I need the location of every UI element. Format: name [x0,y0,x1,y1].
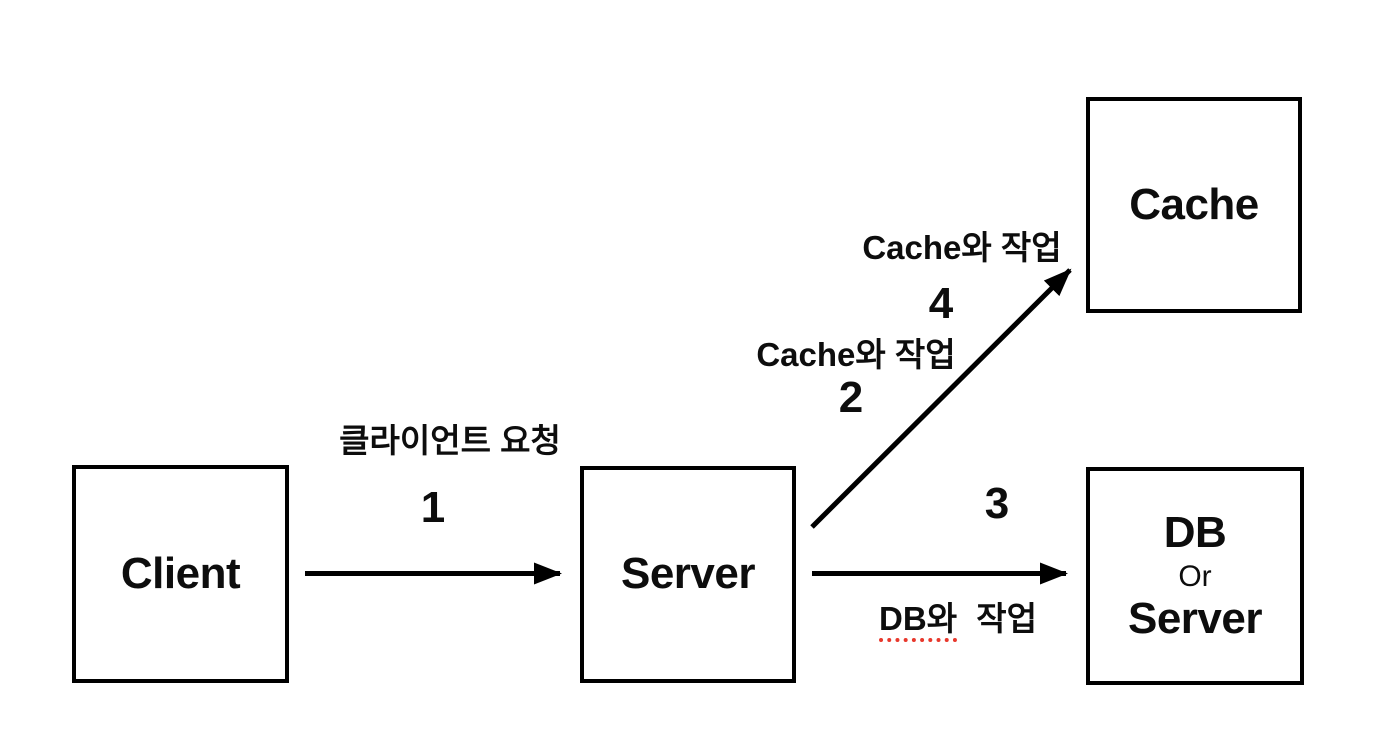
cache-node-label: Cache [1129,179,1259,229]
server-node-label: Server [620,549,756,599]
db-work-label-underlined: DB와 [879,600,958,642]
client-node: Client [72,465,289,683]
db-or-server-node: DB Or Server [1086,467,1304,685]
edge-label-db-work: DB와 작업 [879,592,1037,642]
edge-label-cache-work-4: Cache와 작업 [862,229,1062,266]
step-number-4: 4 [928,279,954,328]
arrow-server-to-cache [810,268,1072,529]
step-number-2: 2 [838,373,864,422]
cache-node: Cache [1086,97,1302,313]
db-node-label-server: Server [1127,593,1263,643]
step-number-3: 3 [984,479,1010,528]
db-node-label-db: DB [1163,508,1227,558]
client-node-label: Client [120,548,241,598]
db-work-label-rest: 작업 [976,600,1037,637]
db-node-label-or: Or [1178,559,1212,593]
step-number-1: 1 [420,483,446,532]
edge-label-client-request: 클라이언트 요청 [339,422,561,459]
edge-label-cache-work-2: Cache와 작업 [756,336,956,373]
server-node: Server [580,466,796,683]
